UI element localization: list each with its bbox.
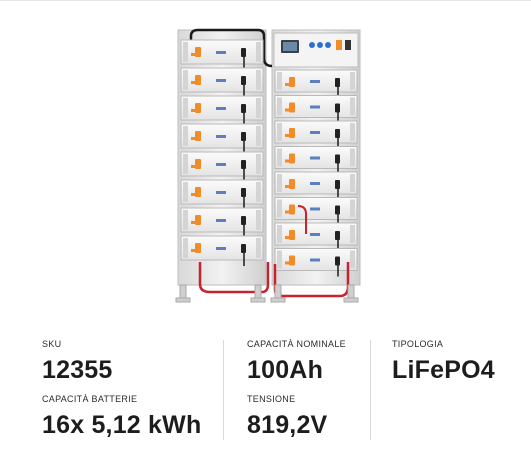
- battery-module-left-5: [180, 151, 264, 182]
- spec-value: 819,2V: [247, 411, 328, 439]
- orange-terminal: [289, 77, 295, 87]
- battery-module-left-1: [180, 39, 264, 70]
- spec-type: Tipologia LiFePO4: [392, 339, 495, 384]
- orange-terminal: [289, 102, 295, 113]
- spec-label: Tensione: [247, 394, 296, 404]
- black-terminal: [335, 154, 340, 164]
- battery-module-left-7: [180, 207, 264, 238]
- power-cable-red: [198, 262, 270, 294]
- spec-value: LiFePO4: [392, 356, 495, 384]
- spec-value: 12355: [42, 356, 113, 384]
- top-divider: [0, 0, 531, 1]
- orange-terminal: [195, 215, 201, 225]
- spec-value: 100Ah: [247, 356, 324, 384]
- spec-value: 16x 5,12 kWh: [42, 411, 202, 439]
- bms-port-blue-2: [317, 42, 323, 48]
- black-terminal: [335, 205, 340, 215]
- black-terminal: [241, 188, 246, 197]
- battery-module-right-8: [274, 248, 358, 277]
- orange-terminal: [289, 153, 295, 164]
- battery-module-right-4: [274, 146, 358, 175]
- orange-terminal: [195, 159, 201, 169]
- rack-feet: [175, 284, 359, 303]
- battery-module-right-5: [274, 171, 358, 200]
- orange-terminal: [195, 187, 201, 197]
- bms-port-blue: [309, 42, 315, 48]
- orange-terminal: [195, 243, 201, 253]
- spec-voltage: Tensione 819,2V: [247, 394, 327, 439]
- spec-label: Capacità Nominale: [247, 339, 346, 349]
- battery-module-right-2: [274, 95, 358, 124]
- spec-label: Tipologia: [392, 339, 444, 349]
- battery-module-left-3: [180, 95, 264, 126]
- battery-module-right-3: [274, 120, 358, 149]
- battery-module-right-7: [274, 222, 358, 251]
- battery-rack-image: [175, 28, 361, 303]
- orange-terminal: [289, 179, 295, 189]
- battery-module-left-2: [180, 67, 264, 98]
- battery-module-right-1: [274, 69, 358, 98]
- spec-label: SKU: [42, 339, 62, 349]
- black-terminal: [241, 132, 246, 141]
- spec-nominal-capacity: Capacità Nominale 100Ah: [247, 339, 346, 384]
- black-terminal: [241, 160, 246, 169]
- black-terminal: [335, 78, 340, 87]
- black-terminal: [335, 129, 340, 138]
- black-terminal: [335, 256, 340, 266]
- black-terminal: [241, 104, 246, 113]
- communication-cable: [189, 28, 273, 68]
- orange-terminal: [195, 47, 201, 57]
- spec-panel: SKU 12355 Capacità Batterie 16x 5,12 kWh…: [0, 335, 531, 445]
- orange-terminal: [195, 131, 201, 141]
- battery-module-left-8: [180, 235, 264, 266]
- spec-battery-capacity: Capacità Batterie 16x 5,12 kWh: [42, 394, 201, 439]
- black-terminal: [335, 103, 340, 113]
- black-terminal: [241, 244, 246, 253]
- orange-terminal: [289, 128, 295, 138]
- orange-terminal: [289, 204, 295, 215]
- black-terminal: [335, 231, 340, 240]
- spec-label: Capacità Batterie: [42, 394, 138, 404]
- spec-divider: [370, 340, 371, 440]
- black-terminal: [335, 180, 340, 189]
- battery-module-left-4: [180, 123, 264, 154]
- orange-terminal: [195, 103, 201, 113]
- black-terminal: [241, 48, 246, 57]
- spec-divider: [223, 340, 224, 440]
- spec-sku: SKU 12355: [42, 339, 113, 384]
- battery-module-left-6: [180, 179, 264, 210]
- orange-terminal: [195, 75, 201, 85]
- black-terminal: [241, 216, 246, 225]
- black-terminal: [241, 76, 246, 85]
- orange-terminal: [289, 230, 295, 240]
- orange-terminal: [289, 255, 295, 266]
- bms-port-blue-3: [325, 42, 331, 48]
